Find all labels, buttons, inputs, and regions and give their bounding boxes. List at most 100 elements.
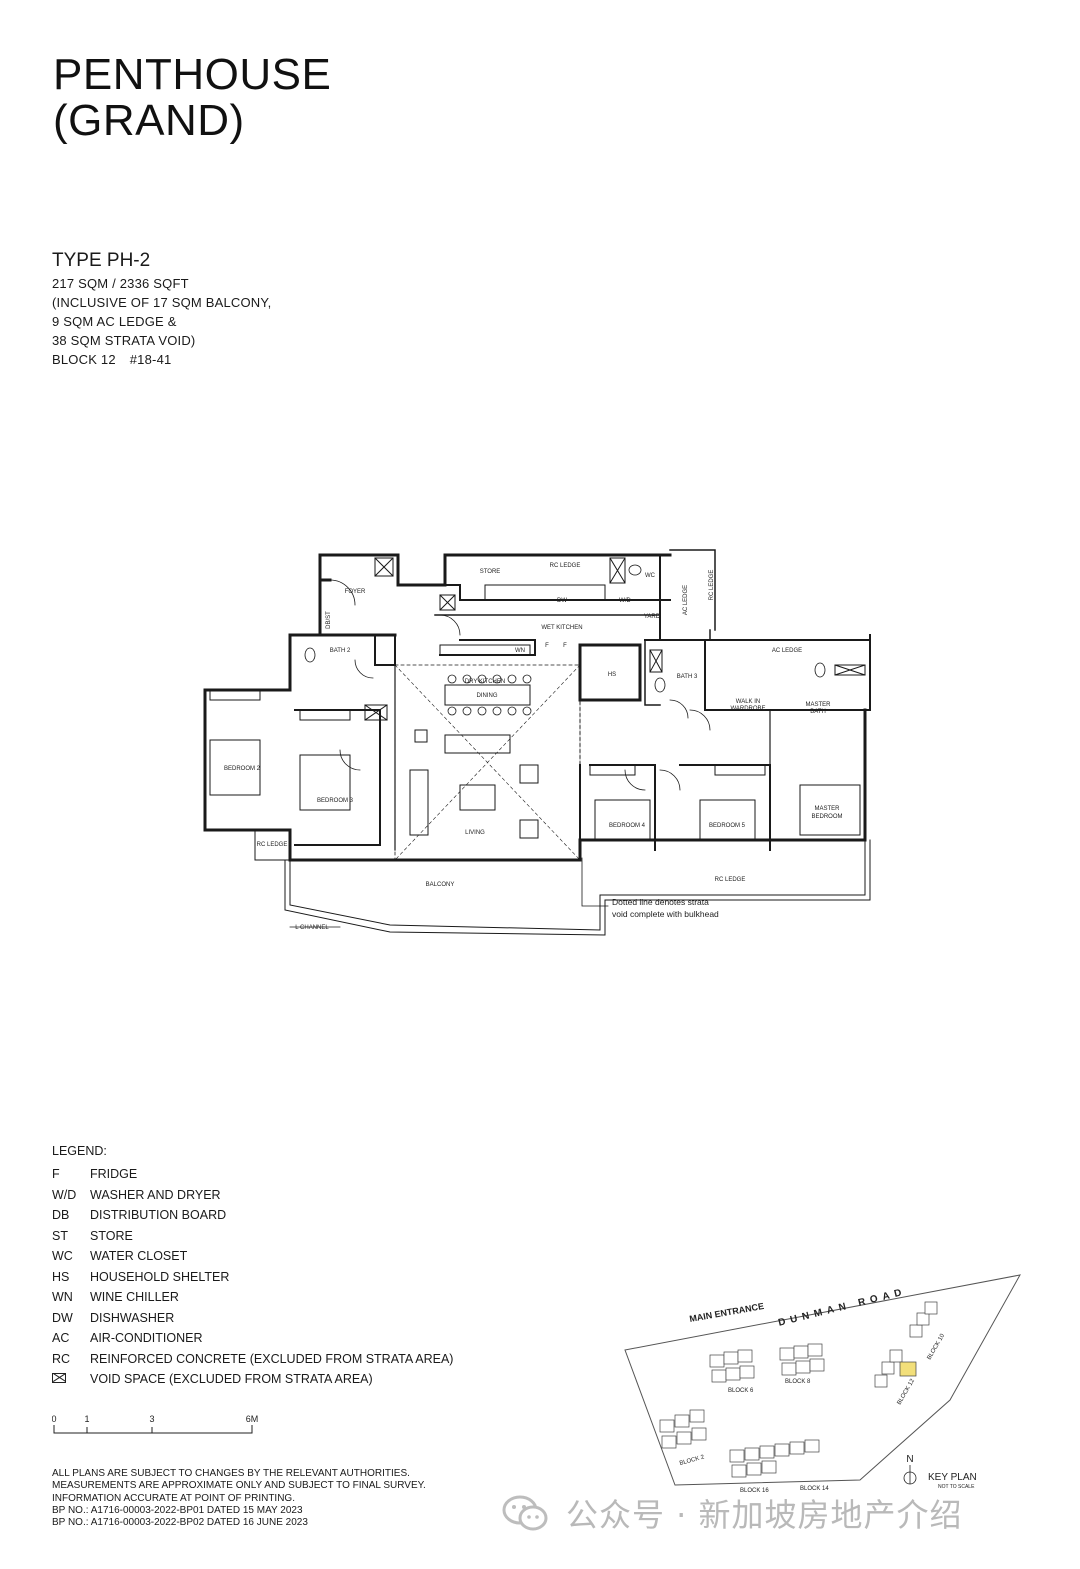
plan-label-hs: HS [608,672,616,678]
legend-code: DB [52,1208,70,1223]
title-line-1: PENTHOUSE [53,50,332,99]
legend-title: LEGEND: [52,1144,107,1158]
plan-label-fridge-2: F [563,643,567,649]
legend-item: HS HOUSEHOLD SHELTER [52,1267,453,1288]
key-plan-block-8: BLOCK 8 [785,1379,811,1385]
plan-label-master-bath-1: MASTER [805,702,831,708]
legend-item: W/D WASHER AND DRYER [52,1185,453,1206]
plan-label-dry-kitchen: DRY KITCHEN [465,679,505,685]
unit-inclusive-2: 9 SQM AC LEDGE & [52,314,177,329]
block-number: BLOCK 12 [52,352,116,367]
plan-label-wet-kitchen: WET KITCHEN [541,625,582,631]
legend-desc: WINE CHILLER [90,1290,179,1305]
legend-list: F FRIDGE W/D WASHER AND DRYER DB DISTRIBUTION… [52,1164,453,1369]
legend-code: HS [52,1269,70,1284]
scale-bar-drawing: 0 1 3 6M [52,1414,259,1434]
key-plan-main-entrance: MAIN ENTRANCE [689,1301,765,1324]
scale-tick-0: 0 [52,1414,57,1424]
legend-code: W/D [52,1187,77,1202]
legend-code: RC [52,1351,71,1366]
legend-desc: FRIDGE [90,1167,138,1182]
plan-label-dw: DW [557,598,567,604]
legend-code: WC [52,1249,73,1264]
plan-label-living: LIVING [465,830,485,836]
plan-label-store: STORE [480,569,501,575]
wechat-icon [502,1495,548,1531]
plan-label-dining: DINING [477,693,498,699]
plan-label-walk-in-2: WARDROBE [730,706,765,712]
key-plan-north: N [906,1454,913,1465]
key-plan-title: KEY PLAN [928,1472,977,1483]
plan-label-rc-ledge-vertical: RC LEDGE [709,570,715,601]
watermark-text: 公众号 · 新加坡房地产介绍 [566,1496,963,1534]
legend-desc: REINFORCED CONCRETE (EXCLUDED FROM STRAT… [90,1351,454,1366]
legend-desc: WASHER AND DRYER [90,1187,221,1202]
note-line-1: ALL PLANS ARE SUBJECT TO CHANGES BY THE … [52,1468,410,1479]
scale-tick-1: 1 [84,1414,89,1424]
plan-label-foyer: FOYER [345,589,366,595]
legend-item: RC REINFORCED CONCRETE (EXCLUDED FROM STR… [52,1349,453,1370]
key-plan-block-14: BLOCK 14 [800,1486,829,1492]
key-plan: DUNMAN ROAD MAIN ENTRANCE BLOCK 6 BLOCK … [620,1270,1030,1500]
plan-label-walk-in-1: WALK IN [736,699,760,705]
floor-plan: STORE RC LEDGE WC FOYER DW W/D YARD AC L… [190,540,890,940]
note-line-2: MEASUREMENTS ARE APPROXIMATE ONLY AND SU… [52,1480,426,1492]
plan-note-line-1: Dotted line denotes strata [612,897,709,907]
plan-label-rc-ledge-bottom: RC LEDGE [715,877,746,883]
legend-code: DW [52,1310,73,1325]
key-plan-block-12: BLOCK 12 [897,1378,917,1406]
legend: LEGEND: F FRIDGE W/D WASHER AND DRYER DB DIST… [52,1143,453,1390]
key-plan-highlight-unit [899,1361,917,1377]
plan-label-ac-ledge-vertical: AC LEDGE [683,585,689,615]
scale-bar: 0 1 3 6M [52,1413,272,1443]
legend-desc: HOUSEHOLD SHELTER [90,1269,230,1284]
unit-block: BLOCK 12#18-41 [52,350,271,369]
key-plan-block-2: BLOCK 2 [679,1454,706,1467]
unit-area: 217 SQM / 2336 SQFT [52,276,189,291]
legend-code: ST [52,1228,68,1243]
unit-info: TYPE PH-2 217 SQM / 2336 SQFT (INCLUSIVE… [52,250,271,369]
plan-label-l-channel: L CHANNEL [295,925,329,931]
legend-desc: AIR-CONDITIONER [90,1331,203,1346]
unit-inclusive-1: (INCLUSIVE OF 17 SQM BALCONY, [52,295,272,310]
plan-label-wc: WC [645,573,656,579]
plan-label-ac-ledge: AC LEDGE [772,648,802,654]
legend-item: F FRIDGE [52,1164,453,1185]
legend-code: F [52,1167,60,1182]
title-line-2: (GRAND) [53,96,245,145]
plan-label-yard: YARD [644,614,661,620]
plan-label-bedroom-5: BEDROOM 5 [709,823,746,829]
plan-label-master-bath-2: BATH [810,709,826,715]
key-plan-road: DUNMAN ROAD [777,1286,907,1329]
legend-desc: DISTRIBUTION BOARD [90,1208,227,1223]
plan-note-line-2: void complete with bulkhead [612,909,719,919]
page-title: PENTHOUSE (GRAND) [53,52,331,144]
plan-label-bath-3: BATH 3 [677,674,698,680]
watermark: 公众号 · 新加坡房地产介绍 [500,1488,1060,1538]
legend-item: DB DISTRIBUTION BOARD [52,1205,453,1226]
plan-label-wd: W/D [619,598,631,604]
note-line-4: BP NO.: A1716-00003-2022-BP01 DATED 15 M… [52,1504,303,1516]
plan-label-balcony: BALCONY [426,882,455,888]
plan-label-master-bedroom-2: BEDROOM [811,814,842,820]
key-plan-block-10: BLOCK 10 [927,1333,947,1361]
legend-item: WC WATER CLOSET [52,1246,453,1267]
plan-label-bedroom-4: BEDROOM 4 [609,823,646,829]
note-line-5: BP NO.: A1716-00003-2022-BP02 DATED 16 J… [52,1517,308,1529]
unit-type: TYPE PH-2 [52,250,151,271]
key-plan-block-6: BLOCK 6 [728,1388,754,1394]
unit-inclusive-3: 38 SQM STRATA VOID) [52,333,196,348]
plan-label-bedroom-2: BEDROOM 2 [224,766,261,772]
void-space-icon [52,1373,66,1384]
key-plan-subtitle: NOT TO SCALE [938,1484,975,1490]
plan-label-bedroom-3: BEDROOM 3 [317,798,354,804]
note-line-3: INFORMATION ACCURATE AT POINT OF PRINTIN… [52,1492,295,1504]
scale-tick-3: 3 [149,1414,154,1424]
plan-label-rc-ledge-left: RC LEDGE [257,842,288,848]
legend-desc: WATER CLOSET [90,1249,188,1264]
scale-tick-6: 6M [246,1414,259,1424]
